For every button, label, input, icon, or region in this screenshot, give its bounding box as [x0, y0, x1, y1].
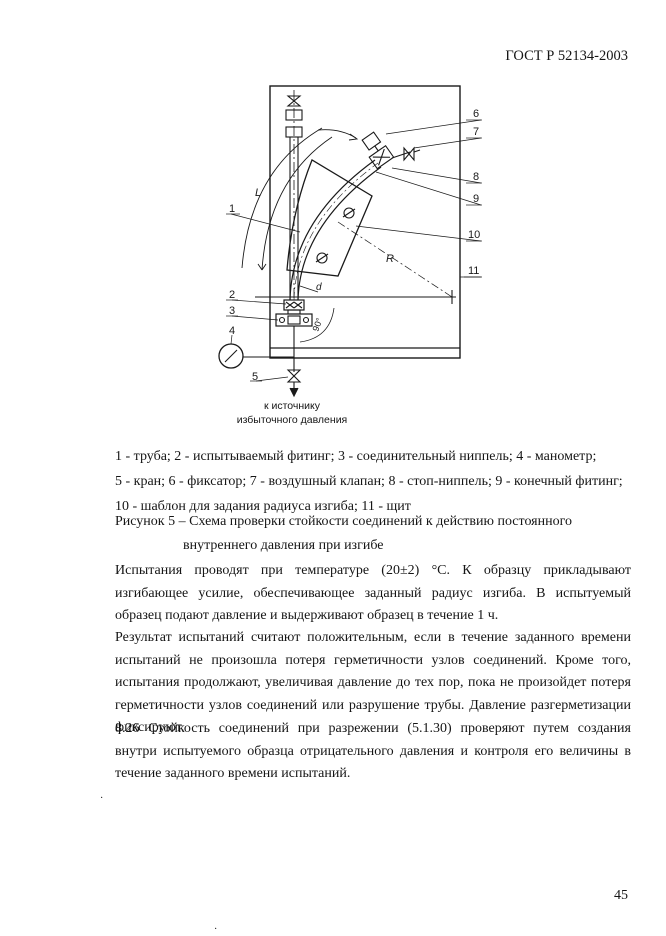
figure-5-diagram: 1 2 3 4 5 6 7 8 9 10 11 L R d 90° к исто…	[0, 0, 666, 440]
figure-legend: 1 - труба; 2 - испытываемый фитинг; 3 - …	[115, 444, 635, 519]
dim-L-label: L	[255, 187, 261, 199]
callout-1: 1	[229, 203, 235, 215]
callout-2: 2	[229, 289, 235, 301]
page-number: 45	[614, 888, 628, 903]
callout-11: 11	[468, 265, 479, 277]
callout-7: 7	[473, 126, 479, 138]
source-label-line2: избыточного давления	[236, 414, 348, 426]
top-valve-icon	[286, 95, 302, 107]
stray-mark: ·	[100, 793, 104, 804]
end-fittings	[361, 131, 395, 170]
legend-line: 10 - шаблон для задания радиуса изгиба; …	[115, 499, 411, 514]
angle-label: 90°	[310, 316, 324, 333]
callout-9: 9	[473, 193, 479, 205]
callout-3: 3	[229, 305, 235, 317]
legend-line: 5 - кран; 6 - фиксатор; 7 - воздушный кл…	[115, 474, 623, 489]
paragraph-2: Результат испытаний считают положительны…	[115, 630, 631, 735]
callout-4: 4	[229, 325, 235, 337]
callout-10: 10	[468, 229, 480, 241]
test-scheme-drawing: 1 2 3 4 5 6 7 8 9 10 11 L R d 90°	[218, 85, 482, 398]
paragraph-1: Испытания проводят при температуре (20±2…	[115, 563, 631, 623]
document-id: ГОСТ Р 52134-2003	[505, 48, 628, 64]
source-label-line1: к источнику	[263, 400, 321, 412]
dim-R-label: R	[386, 253, 394, 265]
figure-caption-continued: внутреннего давления при изгибе	[183, 538, 384, 553]
callout-5: 5	[252, 371, 258, 383]
tap-icon	[286, 369, 302, 383]
figure-caption: Рисунок 5 – Схема проверки стойкости сое…	[115, 514, 572, 529]
callout-6: 6	[473, 108, 479, 120]
paragraph-3: 8.26 Стойкость соединений при разрежении…	[115, 721, 631, 781]
bending-template	[286, 159, 373, 277]
stray-mark: ·	[214, 924, 218, 935]
dim-d-label: d	[316, 282, 322, 293]
legend-line: 1 - труба; 2 - испытываемый фитинг; 3 - …	[115, 449, 597, 464]
test-fitting	[283, 299, 305, 311]
callout-8: 8	[473, 171, 479, 183]
